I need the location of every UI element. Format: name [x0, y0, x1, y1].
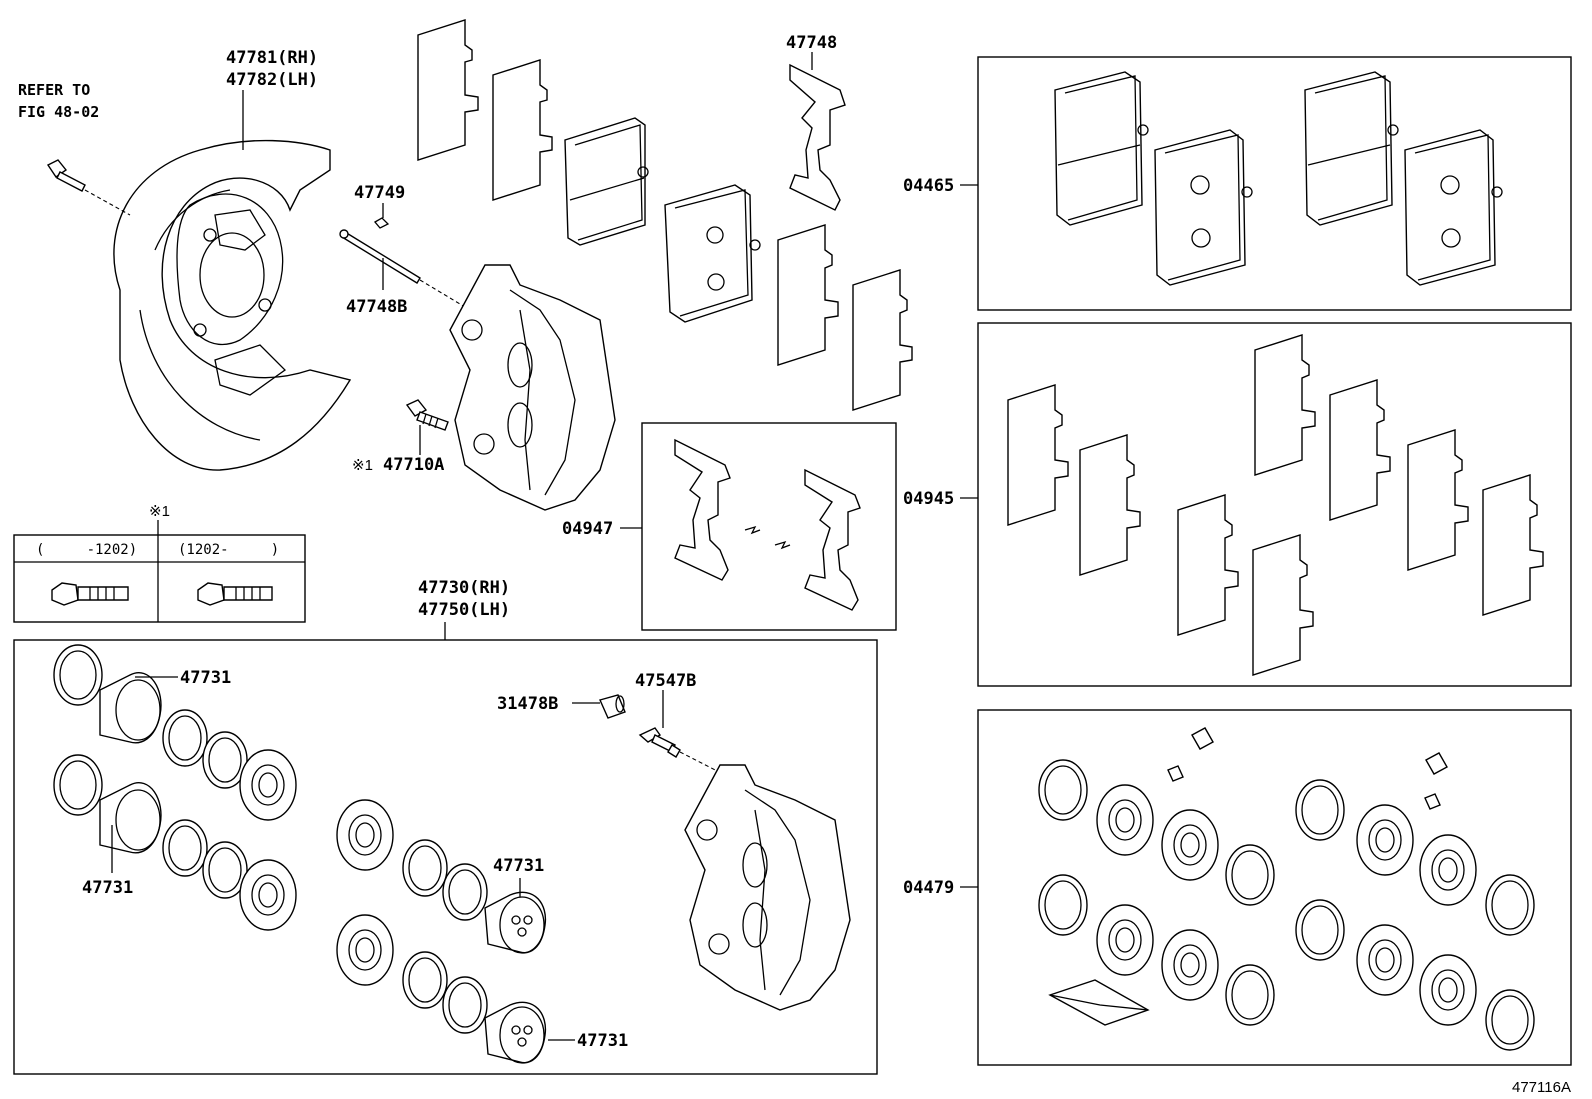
label-caliper-rh: 47730(RH) — [418, 578, 510, 598]
label-dust-cover-lh: 47782(LH) — [226, 70, 318, 90]
anti-rattle-spring — [789, 63, 846, 211]
piston-cups-left — [99, 672, 297, 931]
pad-set-pad-4 — [1404, 129, 1503, 286]
label-piston-c: 47731 — [493, 856, 544, 876]
caliper-upper — [449, 264, 616, 511]
pad-set-pad-1 — [1054, 71, 1149, 226]
shim-upper-1 — [417, 19, 479, 161]
label-bolt-note: ※1 — [352, 457, 373, 474]
shim-upper-3 — [777, 224, 839, 366]
bolt-table-note: ※1 — [149, 503, 170, 520]
bolt-table-col2: (1202- ) — [178, 542, 279, 558]
pad-upper-1 — [564, 117, 649, 246]
label-shim-kit: 04945 — [903, 489, 954, 509]
labels: REFER TO FIG 48-02 47781(RH) 47782(LH) 4… — [18, 33, 1571, 1096]
pad-upper-2 — [664, 184, 761, 323]
pad-set-pad-3 — [1304, 71, 1399, 226]
pad-set-pad-2 — [1154, 129, 1253, 286]
shim-upper-2 — [492, 59, 553, 201]
label-pad-set: 04465 — [903, 176, 954, 196]
label-piston-a: 47731 — [180, 668, 231, 688]
refer-line-1: REFER TO — [18, 81, 90, 99]
spring-kit-clip-2 — [774, 540, 791, 550]
cylinder-kit-caps — [1167, 727, 1448, 810]
caliper-bolt — [405, 399, 449, 431]
label-piston-b: 47731 — [82, 878, 133, 898]
shim-kit-shims — [1007, 334, 1544, 676]
cylinder-kit-seals — [1038, 759, 1535, 1051]
pin-clip — [374, 217, 390, 229]
label-spring-kit: 04947 — [562, 519, 613, 539]
label-spring: 47748 — [786, 33, 837, 53]
shim-kit-box — [977, 322, 1572, 687]
spring-kit-left — [674, 438, 731, 581]
bolt-table-col1: ( -1202) — [36, 542, 137, 558]
bleeder-cap — [599, 694, 626, 719]
shim-upper-4 — [852, 269, 913, 411]
caliper-lower — [684, 764, 851, 1011]
piston-seals-left — [53, 644, 248, 899]
bolt-table — [13, 520, 306, 623]
label-pad-pin: 47748B — [346, 297, 407, 317]
label-pin-clip: 47749 — [354, 183, 405, 203]
pad-pin — [339, 229, 471, 311]
label-cylinder-kit: 04479 — [903, 878, 954, 898]
refer-line-2: FIG 48-02 — [18, 103, 99, 121]
cylinder-kit-boots — [1096, 784, 1477, 1026]
spring-kit-box — [641, 422, 897, 631]
label-dust-cover-rh: 47781(RH) — [226, 48, 318, 68]
label-piston-d: 47731 — [577, 1031, 628, 1051]
label-bleeder-cap: 31478B — [497, 694, 558, 714]
pad-set-box — [977, 56, 1572, 311]
figure-id: 477116A — [1512, 1079, 1571, 1096]
label-bleeder-plug: 47547B — [635, 671, 696, 691]
bleeder-plug — [638, 727, 726, 776]
piston-set-middle — [336, 799, 547, 1064]
dust-cover — [113, 139, 352, 471]
label-bolt: 47710A — [383, 455, 444, 475]
label-caliper-lh: 47750(LH) — [418, 600, 510, 620]
refer-bolt — [46, 159, 131, 216]
grease-packet — [1048, 979, 1150, 1026]
spring-kit-right — [804, 468, 861, 611]
spring-kit-clip-1 — [744, 525, 761, 535]
